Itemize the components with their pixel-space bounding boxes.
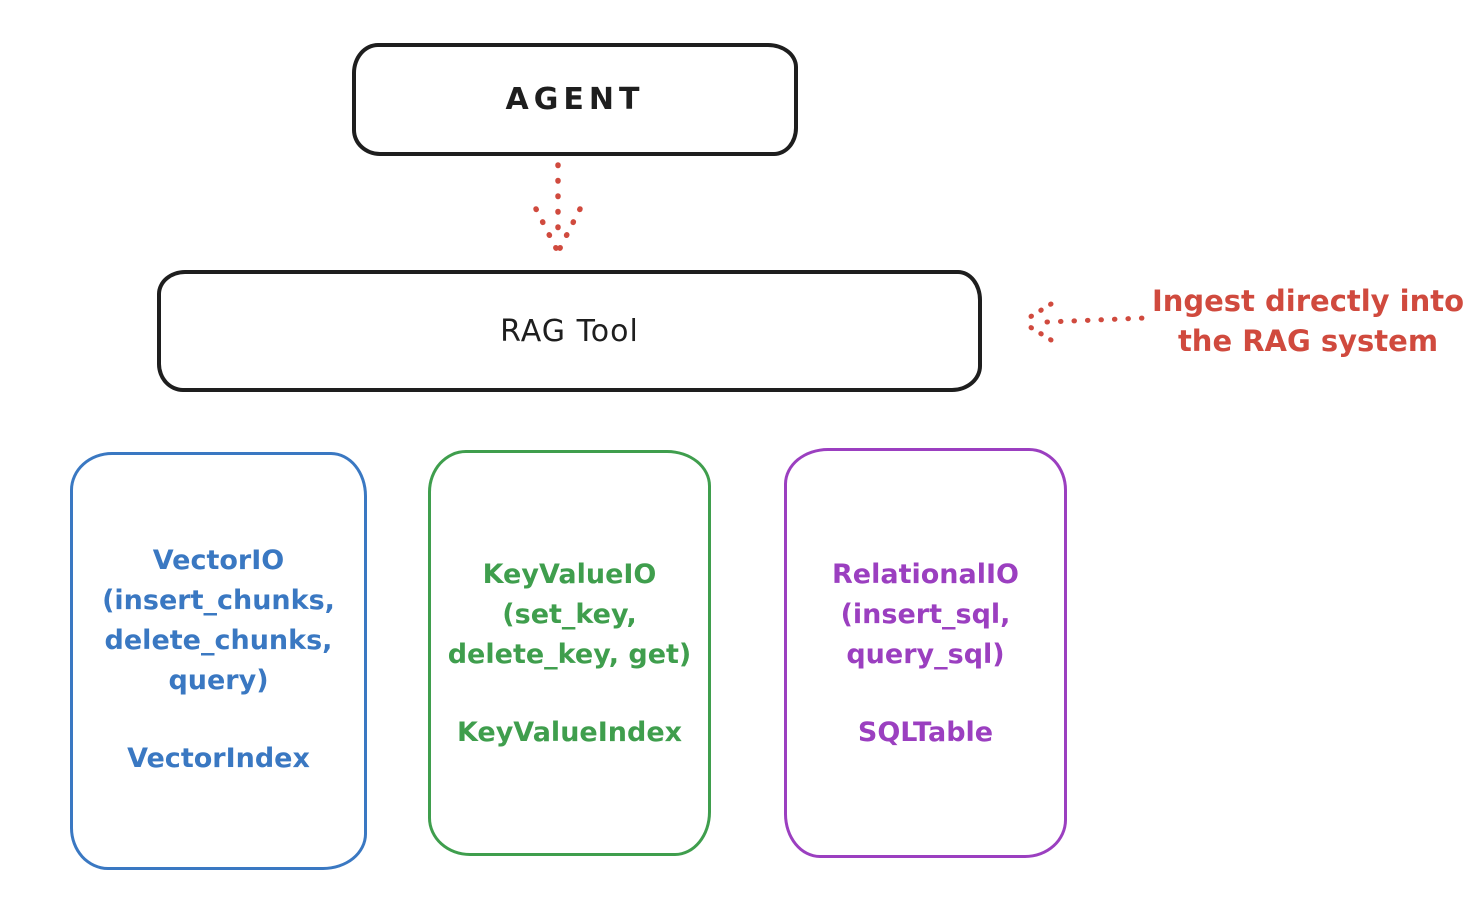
agent-label: AGENT (505, 82, 645, 117)
ingest-annotation: Ingest directly into the RAG system (1138, 281, 1478, 361)
rag-tool-label: RAG Tool (500, 313, 639, 349)
vector-index-label: VectorIndex (127, 743, 310, 774)
ingest-annotation-line1: Ingest directly into (1151, 284, 1465, 318)
relational-io-line: (insert_sql, (840, 599, 1011, 630)
vector-io-line: (insert_chunks, (102, 585, 335, 616)
keyvalue-io-line: KeyValueIO (482, 559, 657, 590)
keyvalue-index-label: KeyValueIndex (456, 717, 683, 748)
relational-io-node: RelationalIO (insert_sql, query_sql) SQL… (784, 448, 1067, 858)
vector-io-line: query) (168, 665, 269, 696)
keyvalue-io-node: KeyValueIO (set_key, delete_key, get) Ke… (428, 450, 711, 856)
relational-io-line: query_sql) (846, 639, 1005, 670)
relational-io-line: RelationalIO (832, 559, 1019, 590)
vector-io-line: VectorIO (152, 545, 285, 576)
agent-node: AGENT (352, 43, 798, 156)
vector-io-line: delete_chunks, (104, 625, 333, 656)
keyvalue-io-line: delete_key, get) (447, 639, 692, 670)
agent-to-rag-arrow (533, 162, 583, 255)
vector-io-node: VectorIO (insert_chunks, delete_chunks, … (70, 452, 367, 870)
ingest-annotation-line2: the RAG system (1177, 324, 1439, 358)
ingest-arrow (1019, 301, 1148, 343)
keyvalue-io-line: (set_key, (502, 599, 637, 630)
sql-table-label: SQLTable (857, 717, 994, 748)
rag-tool-node: RAG Tool (157, 270, 982, 392)
